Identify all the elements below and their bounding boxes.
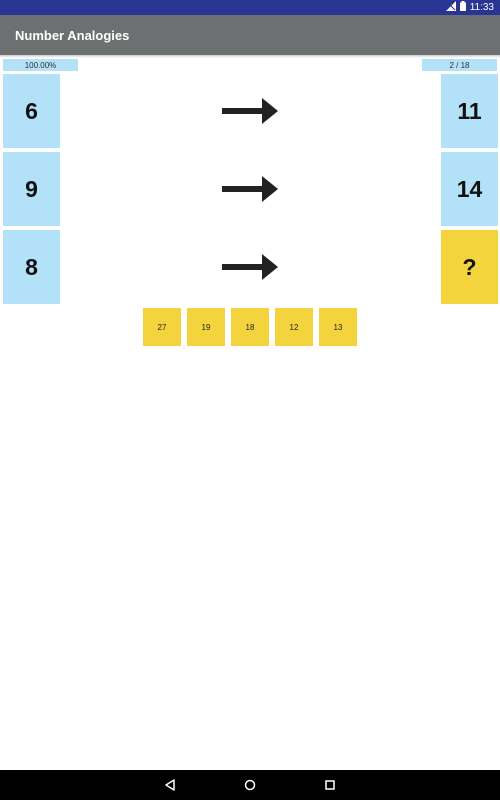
answer-option-button[interactable]: 18 bbox=[231, 308, 269, 346]
right-arrow-icon bbox=[222, 176, 278, 202]
analogy-left-tile: 8 bbox=[3, 230, 60, 304]
status-icons: 11:33 bbox=[445, 1, 494, 14]
right-arrow-icon bbox=[222, 254, 278, 280]
analogy-right-tile: 14 bbox=[441, 152, 498, 226]
answer-option-button[interactable]: 19 bbox=[187, 308, 225, 346]
status-bar: 11:33 bbox=[0, 0, 500, 15]
answer-option-button[interactable]: 27 bbox=[143, 308, 181, 346]
battery-icon bbox=[459, 1, 466, 14]
analogy-left-tile: 6 bbox=[3, 74, 60, 148]
analogy-right-tile: 11 bbox=[441, 74, 498, 148]
question-counter-badge: 2 / 18 bbox=[422, 59, 497, 71]
app-bar: Number Analogies bbox=[0, 15, 500, 55]
app-bar-shadow bbox=[0, 55, 500, 58]
app-title: Number Analogies bbox=[15, 28, 130, 43]
answer-option-button[interactable]: 12 bbox=[275, 308, 313, 346]
signal-icon bbox=[445, 1, 456, 14]
right-arrow-icon bbox=[222, 98, 278, 124]
accuracy-badge: 100.00% bbox=[3, 59, 78, 71]
home-icon[interactable] bbox=[240, 775, 260, 795]
recent-apps-icon[interactable] bbox=[320, 775, 340, 795]
answer-slot-tile: ? bbox=[441, 230, 498, 304]
back-icon[interactable] bbox=[160, 775, 180, 795]
status-time: 11:33 bbox=[469, 2, 494, 13]
navigation-bar bbox=[0, 770, 500, 800]
analogy-left-tile: 9 bbox=[3, 152, 60, 226]
answer-option-button[interactable]: 13 bbox=[319, 308, 357, 346]
